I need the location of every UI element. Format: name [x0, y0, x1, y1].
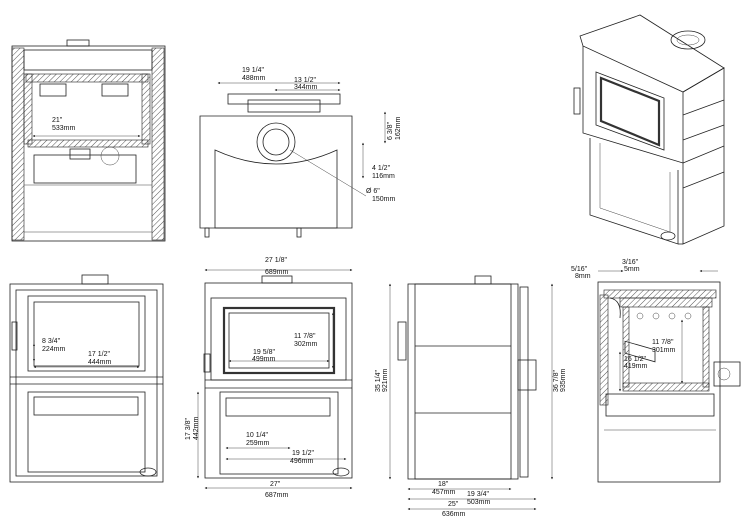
pedestal-width-mm: 259mm [246, 440, 270, 447]
clear-a-mm: 8mm [575, 273, 591, 280]
hearth-height-mm: 442mm [193, 416, 200, 440]
section-width-mm: 533mm [52, 125, 76, 132]
total-height-mm: 935mm [560, 368, 567, 392]
front-view-glass: 27 1/8" 689mm 11 7/8" 302mm 19 5/8" 499m… [185, 257, 353, 499]
opening-height-in: 8 3/4" [42, 338, 61, 345]
overall-width-in: 27 1/8" [265, 257, 287, 264]
flue-back-in: 4 1/2" [372, 165, 391, 172]
opening-width-mm: 444mm [88, 359, 112, 366]
box-height-mm: 301mm [652, 347, 676, 354]
clear-a-in: 5/16" [571, 266, 588, 273]
flue-dia-in: Ø 6" [366, 188, 380, 195]
side-height-mm: 921mm [382, 368, 389, 392]
side-depth-in: 18" [438, 481, 449, 488]
bottom-width-mm: 687mm [265, 492, 289, 499]
top-width-in: 19 1/4" [242, 67, 264, 74]
flue-depth-in: 6 3/8" [387, 121, 394, 140]
box-depth-mm: 419mm [624, 363, 648, 370]
total-height-in: 36 7/8" [553, 370, 560, 392]
pedestal-width-in: 10 1/4" [246, 432, 268, 439]
base-width-mm: 496mm [290, 458, 314, 465]
side-section-view: 5/16" 8mm 3/16" 5mm 11 7/8" 301mm 16 1/2… [571, 259, 741, 483]
base-width-in: 19 1/2" [292, 450, 314, 457]
flue-back-mm: 116mm [372, 173, 395, 180]
flue-dia-mm: 150mm [372, 196, 396, 203]
flue-position-view: 19 1/4" 488mm 13 1/2" 344mm 6 3/8" 162mm… [199, 67, 402, 238]
front-view-bottom-left: 8 3/4" 224mm 17 1/2" 444mm [9, 274, 164, 483]
flue-offset-mm: 344mm [294, 84, 318, 91]
depth-mid-mm: 503mm [467, 499, 491, 506]
side-height-in: 35 1/4" [375, 370, 382, 392]
flue-depth-mm: 162mm [395, 116, 402, 140]
top-width-mm: 488mm [242, 75, 266, 82]
side-depth-mm: 457mm [432, 489, 456, 496]
clear-b-mm: 5mm [624, 266, 640, 273]
flue-offset-in: 13 1/2" [294, 77, 316, 84]
glass-width-in: 19 5/8" [253, 349, 275, 356]
box-depth-in: 16 1/2" [624, 356, 646, 363]
box-height-in: 11 7/8" [652, 339, 674, 346]
depth-total-mm: 636mm [442, 511, 466, 518]
glass-height-mm: 302mm [294, 341, 318, 348]
depth-mid-in: 19 3/4" [467, 491, 489, 498]
section-view-top-left: 21" 533mm [11, 39, 166, 242]
opening-height-mm: 224mm [42, 346, 66, 353]
hearth-height-in: 17 3/8" [185, 418, 192, 440]
clear-b-in: 3/16" [622, 259, 639, 266]
section-width-in: 21" [52, 117, 63, 124]
glass-width-mm: 499mm [252, 356, 276, 363]
depth-total-in: 25" [448, 501, 459, 508]
opening-width-in: 17 1/2" [88, 351, 110, 358]
overall-width-mm: 689mm [265, 269, 289, 276]
glass-height-in: 11 7/8" [294, 333, 316, 340]
side-view: 35 1/4" 921mm 36 7/8" 935mm 18" 457mm 19… [375, 275, 567, 518]
bottom-width-in: 27" [270, 481, 281, 488]
isometric-view [573, 14, 725, 363]
